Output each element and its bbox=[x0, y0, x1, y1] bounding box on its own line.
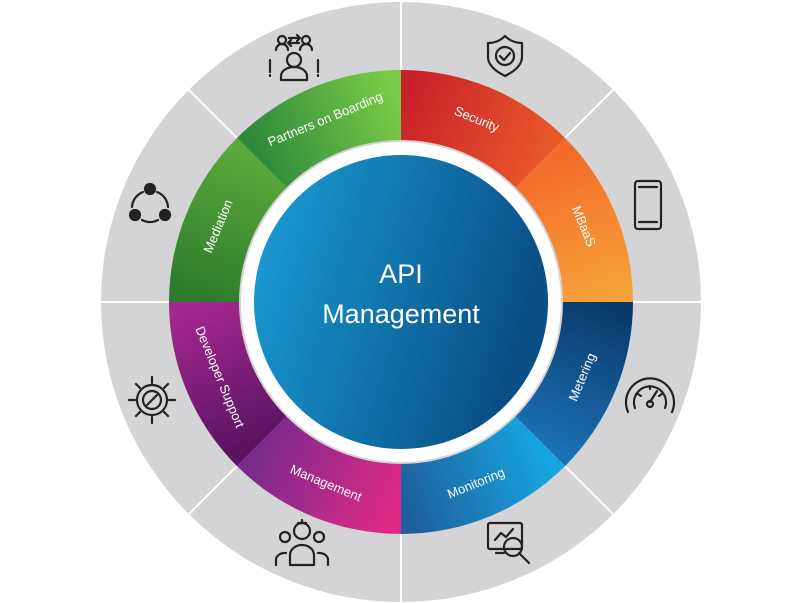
segment-partners-on-boarding bbox=[236, 70, 401, 188]
shield-check-icon bbox=[486, 34, 524, 78]
segment-ring bbox=[169, 70, 633, 534]
team-management-icon bbox=[274, 518, 330, 567]
segment-mbaas bbox=[515, 137, 633, 302]
segment-mediation bbox=[169, 137, 287, 302]
ring-divider bbox=[188, 465, 238, 515]
center-title-line1: API bbox=[379, 259, 423, 289]
ring-divider bbox=[564, 89, 614, 139]
segment-security bbox=[401, 70, 566, 188]
ring-divider bbox=[564, 465, 614, 515]
share-nodes-icon bbox=[128, 182, 172, 224]
center-title-line2: Management bbox=[322, 299, 480, 329]
partners-icon bbox=[268, 33, 320, 82]
segment-metering bbox=[515, 302, 633, 467]
monitoring-search-icon bbox=[486, 521, 531, 565]
segment-developer-support bbox=[169, 302, 287, 467]
segment-monitoring bbox=[401, 416, 566, 534]
ring-divider bbox=[188, 89, 238, 139]
ring-dividers bbox=[101, 2, 701, 602]
center-circle bbox=[254, 155, 548, 449]
smartphone-icon bbox=[633, 179, 663, 231]
gear-wrench-icon bbox=[127, 375, 177, 425]
speedometer-icon bbox=[624, 377, 676, 414]
segment-management bbox=[236, 416, 401, 534]
